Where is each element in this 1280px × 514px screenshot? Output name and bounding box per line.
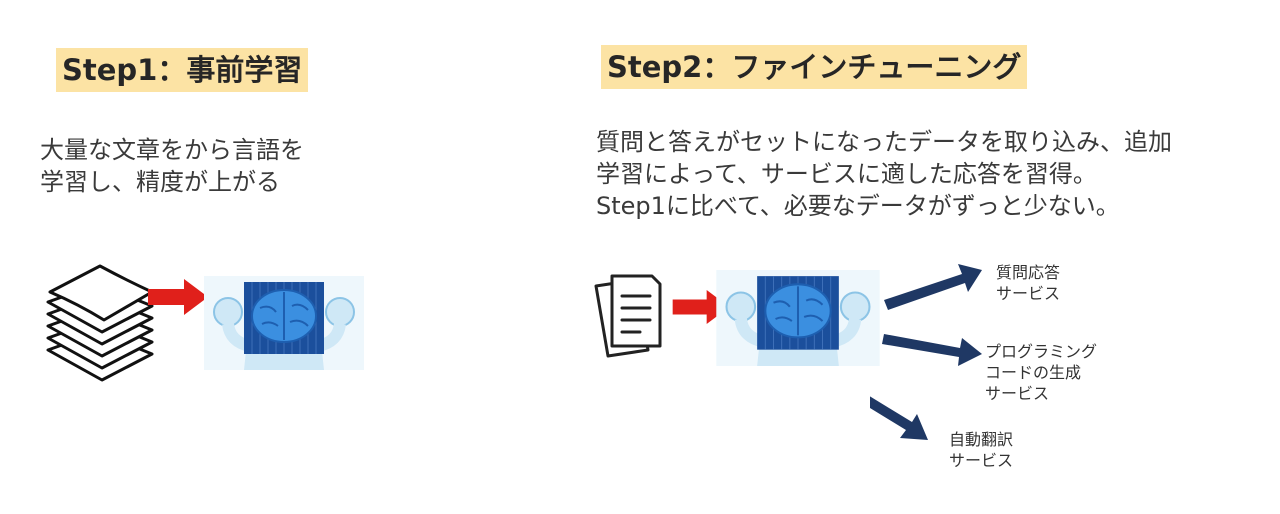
step2-desc-line: 質問と答えがセットになったデータを取り込み、追加 — [596, 128, 1172, 156]
output-label-code: プログラミング コードの生成 サービス — [985, 341, 1097, 404]
step1-desc-line: 大量な文章をから言語を — [40, 136, 304, 164]
step2-desc-line: 学習によって、サービスに適した応答を習得。 — [596, 160, 1097, 188]
navy-arrow-icon — [884, 264, 982, 310]
output-label-line: コードの生成 — [985, 363, 1082, 382]
brain-icon — [204, 276, 364, 370]
step1-description: 大量な文章をから言語を 学習し、精度が上がる — [40, 134, 304, 198]
paper-stack-icon — [46, 264, 154, 382]
red-arrow-icon — [148, 279, 208, 315]
output-label-line: サービス — [949, 451, 1014, 470]
red-arrow-icon — [672, 290, 730, 324]
output-arrows — [870, 264, 982, 440]
brain-icon — [716, 270, 880, 366]
document-icon — [594, 274, 662, 358]
output-label-line: サービス — [996, 284, 1061, 303]
step2-title: Step2：ファインチューニング — [601, 45, 1028, 89]
output-label-line: サービス — [985, 384, 1050, 403]
output-label-line: 自動翻訳 — [949, 430, 1014, 449]
output-label-qa: 質問応答 サービス — [996, 262, 1060, 304]
step2-desc-line: Step1に比べて、必要なデータがずっと少ない。 — [596, 192, 1120, 220]
output-label-line: プログラミング — [985, 342, 1098, 361]
navy-arrow-icon — [870, 396, 928, 440]
output-label-translation: 自動翻訳 サービス — [949, 429, 1013, 471]
step2-description: 質問と答えがセットになったデータを取り込み、追加 学習によって、サービスに適した… — [596, 126, 1172, 222]
output-label-line: 質問応答 — [996, 263, 1061, 282]
navy-arrow-icon — [882, 334, 982, 366]
step1-title: Step1：事前学習 — [56, 48, 309, 92]
step1-desc-line: 学習し、精度が上がる — [40, 168, 280, 196]
